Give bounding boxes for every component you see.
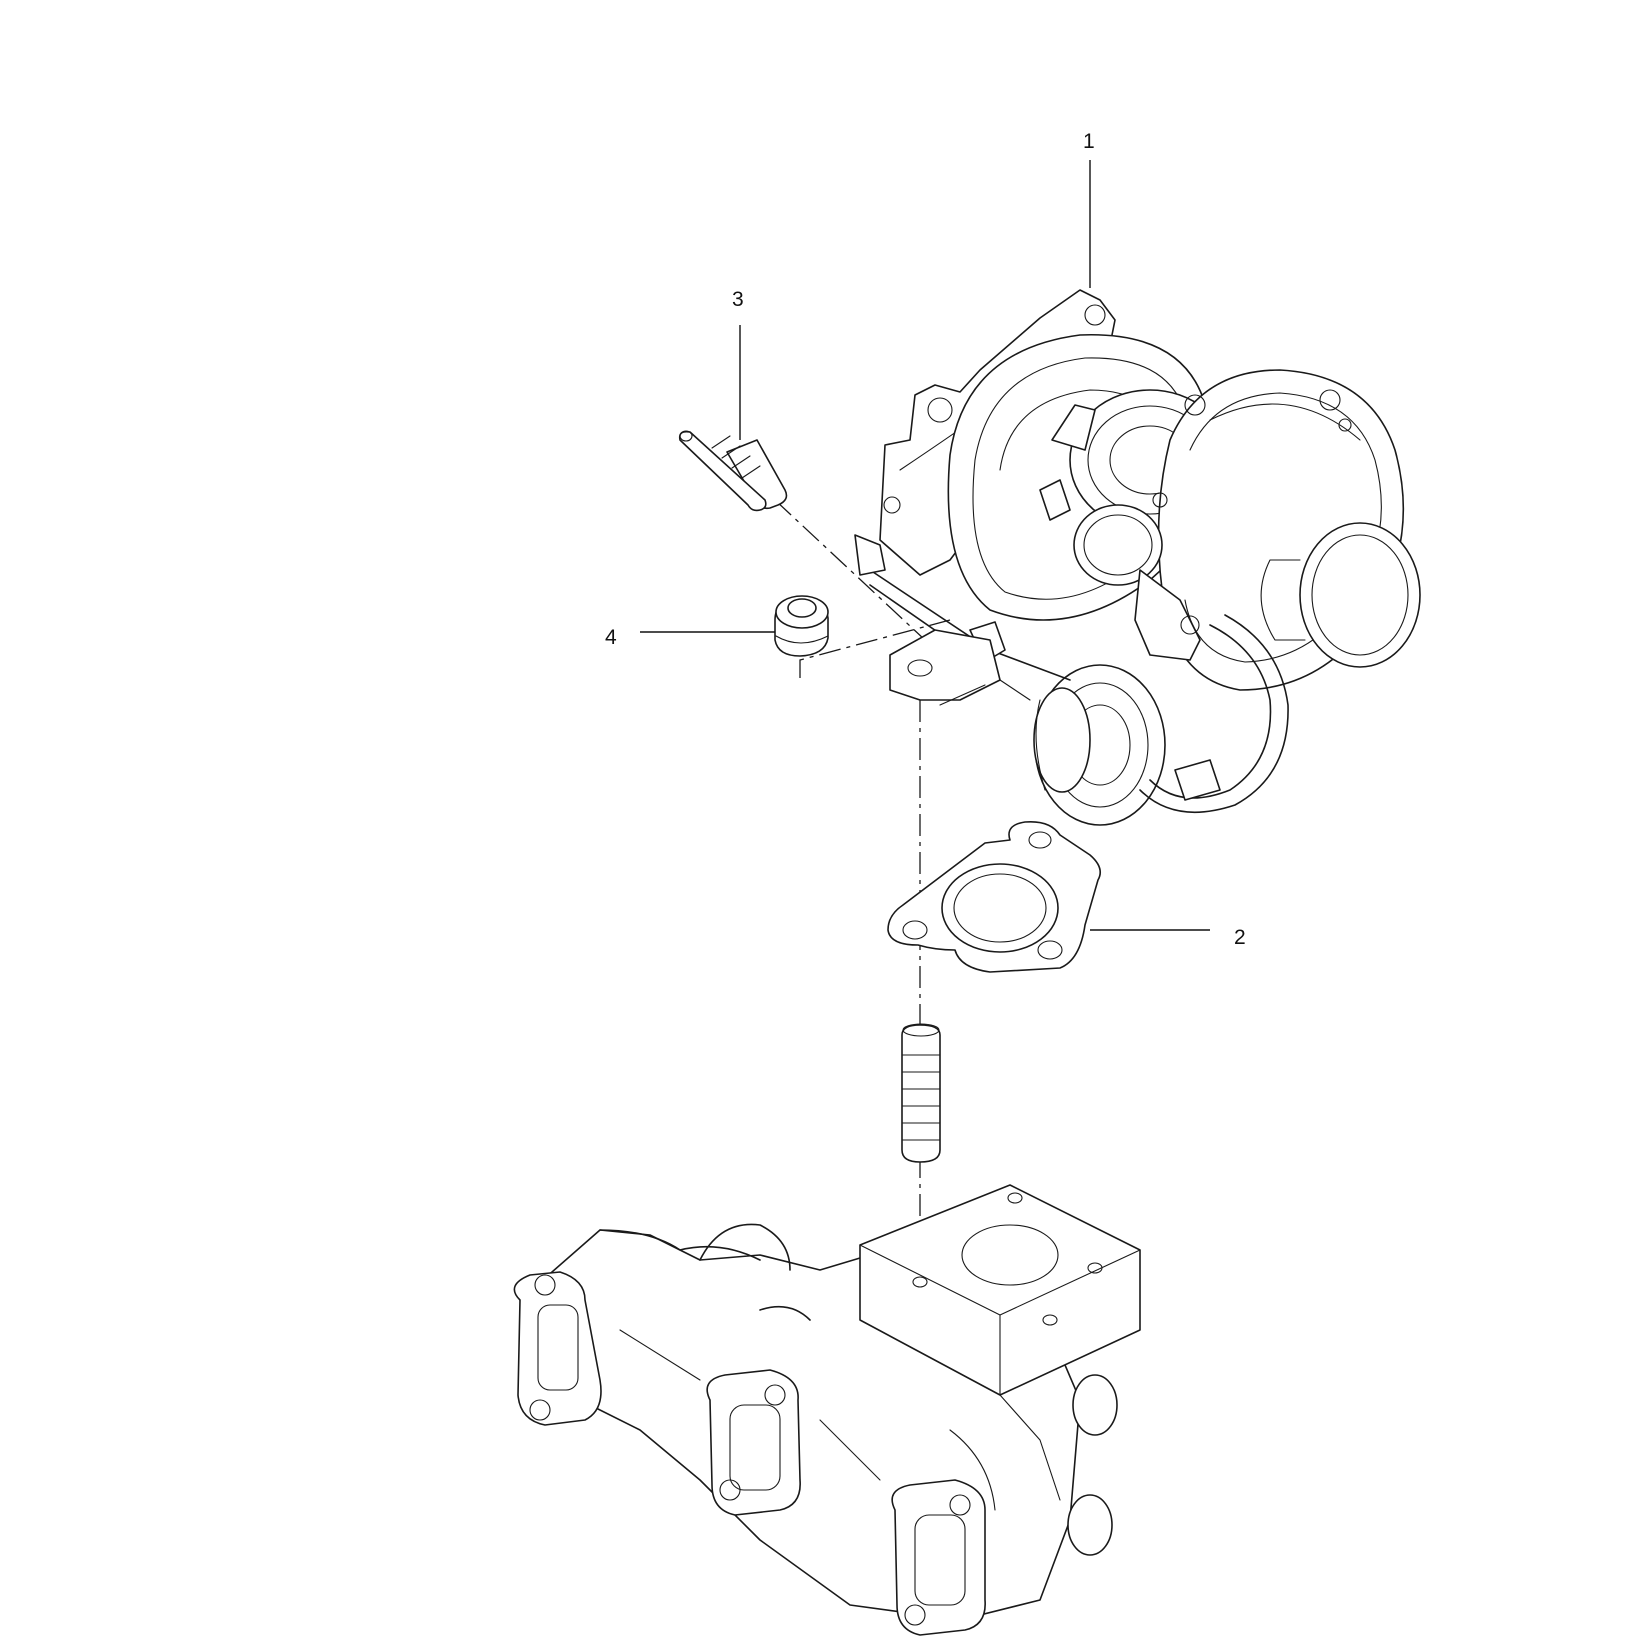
callout-4-label: 4 bbox=[605, 626, 617, 649]
callout-1-label: 1 bbox=[1083, 130, 1095, 153]
flange-nut[interactable] bbox=[774, 595, 829, 657]
callout-leaders bbox=[640, 160, 1210, 931]
gasket[interactable] bbox=[887, 820, 1101, 973]
callout-2-label: 2 bbox=[1234, 926, 1246, 949]
stud-upper[interactable] bbox=[678, 430, 788, 512]
callout-3-label: 3 bbox=[732, 288, 744, 311]
exhaust-manifold bbox=[513, 1184, 1141, 1636]
turbocharger[interactable] bbox=[854, 289, 1421, 826]
assembly-center-lines bbox=[774, 499, 951, 1262]
stud-lower[interactable] bbox=[901, 1023, 941, 1163]
